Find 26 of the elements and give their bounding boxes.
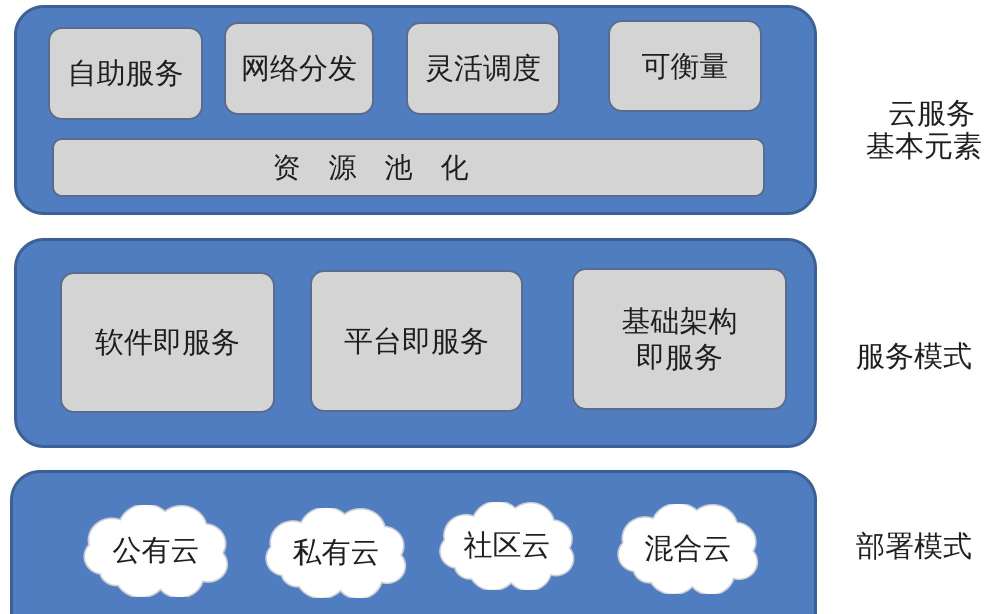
layer-panel [14, 5, 817, 215]
cloud-label: 公有云 [112, 532, 200, 569]
feature-label: 可衡量 [642, 48, 728, 84]
cloud-label: 混合云 [644, 530, 732, 567]
feature-label: 灵活调度 [425, 50, 541, 87]
feature-box [48, 27, 203, 120]
feature-box [406, 22, 560, 115]
feature-box [224, 22, 374, 115]
bar-label: 资源池化 [272, 150, 496, 186]
feature-label: 软件即服务 [95, 324, 240, 361]
resource-bar [52, 138, 765, 197]
feature-label: 网络分发 [241, 50, 357, 87]
layer-panel [10, 470, 817, 614]
layer-panel [14, 238, 817, 448]
layer-label: 服务模式 [856, 340, 972, 374]
layer-label: 云服务基本元素 [866, 97, 982, 164]
feature-box [572, 268, 787, 410]
cloud-label: 社区云 [464, 527, 550, 564]
cloud-label: 私有云 [292, 534, 380, 571]
feature-label: 自助服务 [68, 55, 184, 92]
feature-box [310, 270, 523, 412]
feature-box [60, 272, 275, 413]
layer-label: 部署模式 [856, 530, 972, 564]
feature-label: 基础架构即服务 [620, 302, 738, 376]
feature-box [608, 20, 762, 112]
feature-label: 平台即服务 [344, 322, 489, 360]
